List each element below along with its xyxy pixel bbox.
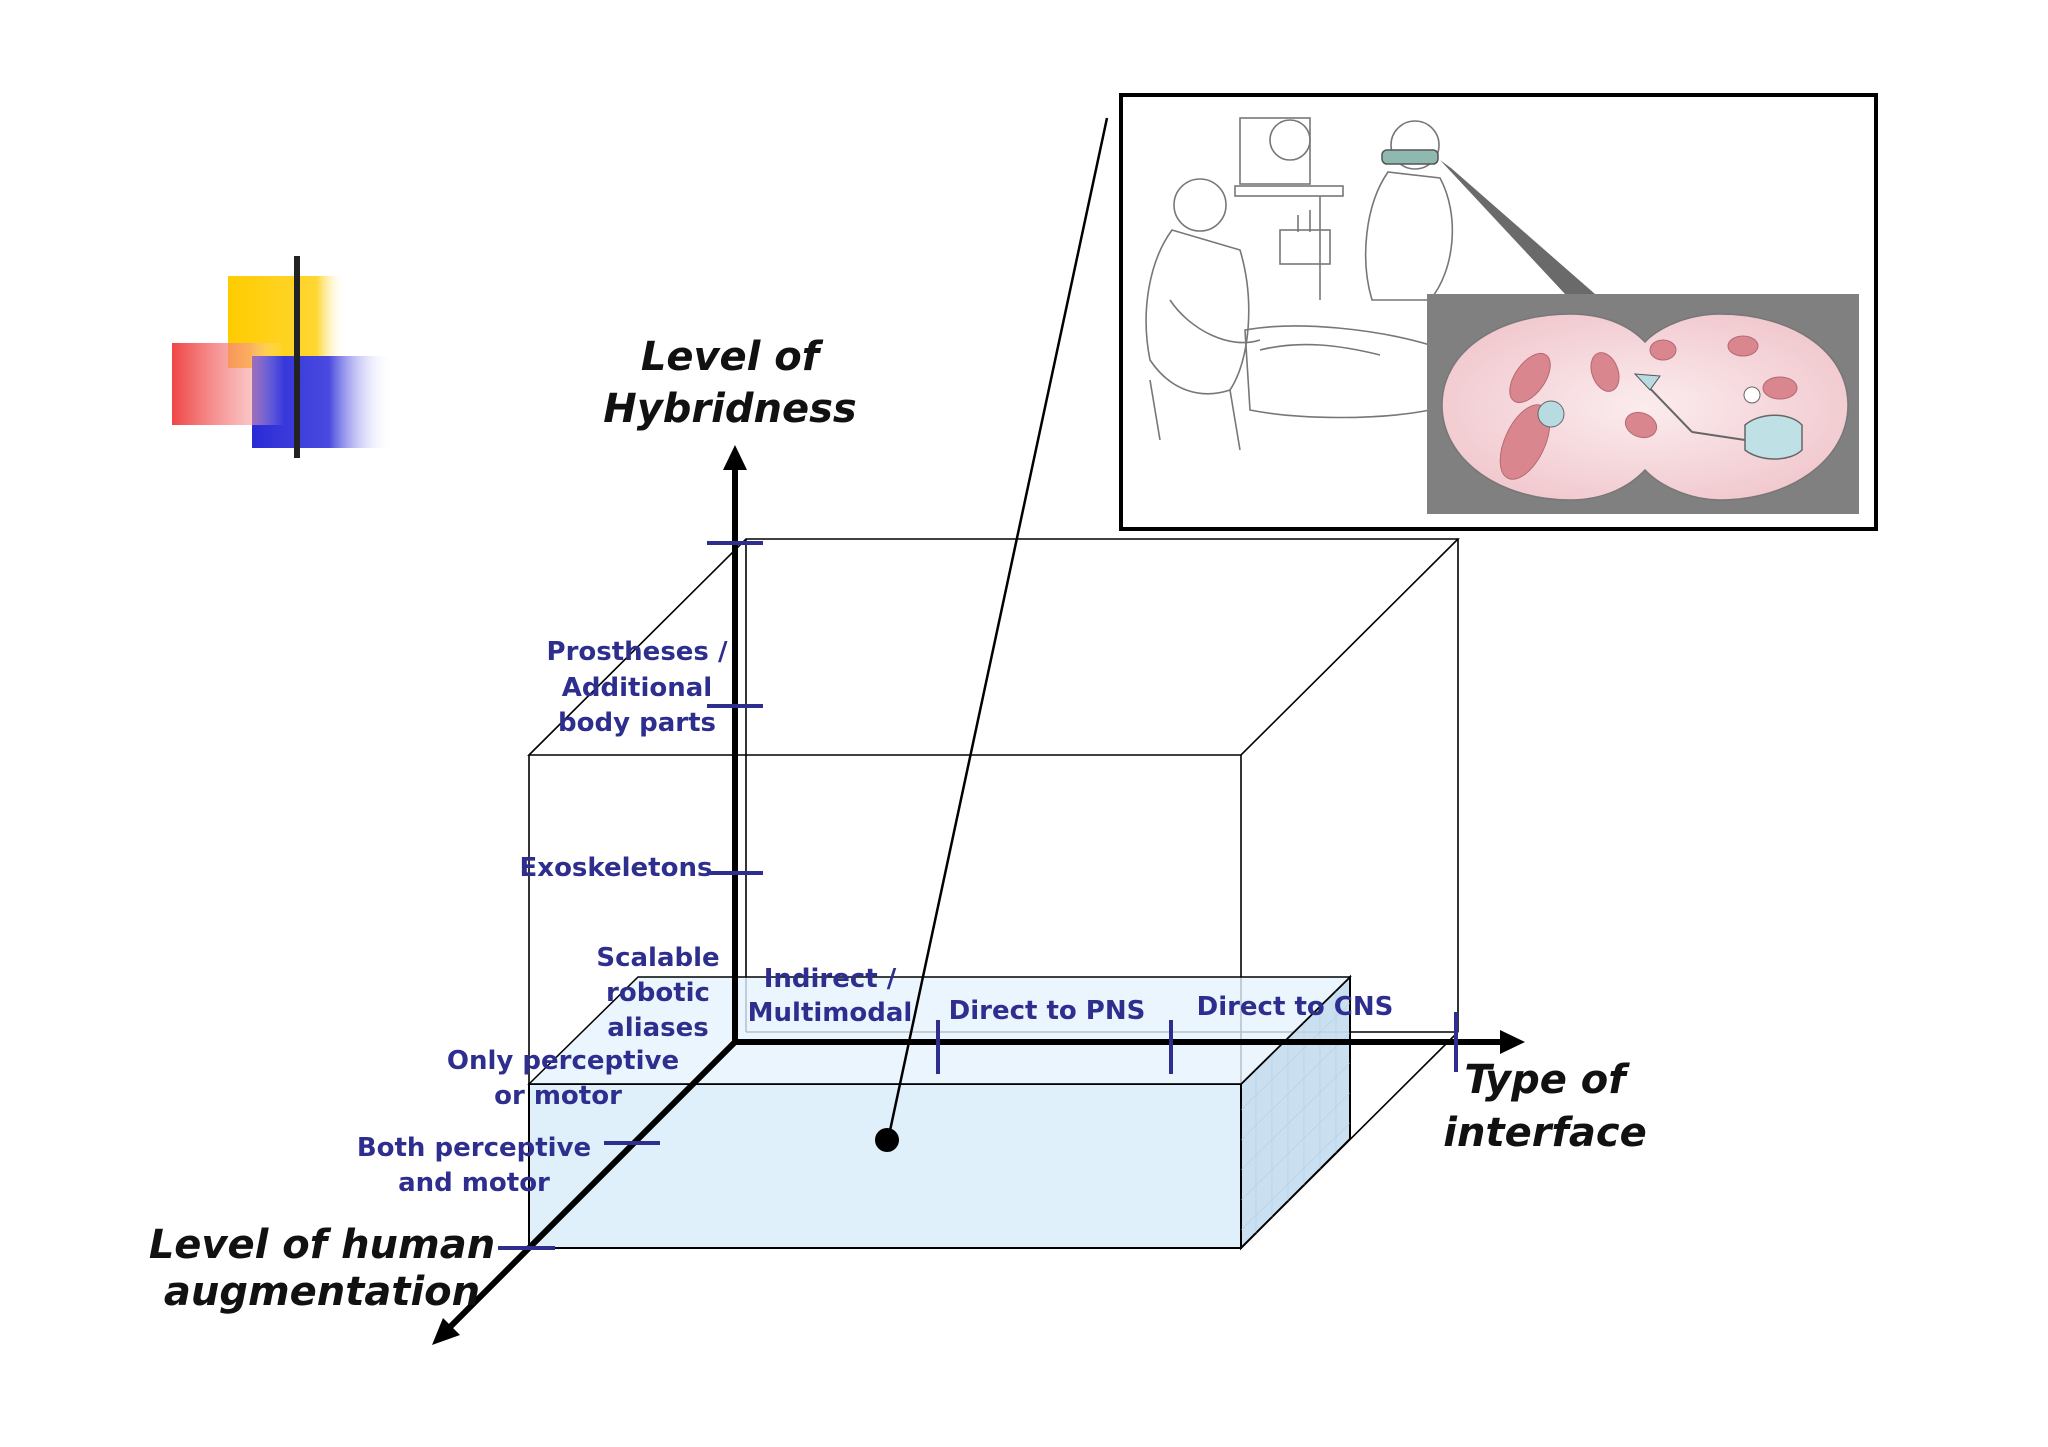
vertical-axis-title-line: Hybridness: [603, 386, 856, 432]
tick-label-line: body parts: [558, 708, 716, 738]
axes: [432, 445, 1525, 1345]
axis-ticks: [498, 541, 1458, 1250]
tick-label-line: Direct to PNS: [949, 996, 1146, 1026]
vertical-axis-title: Level of Hybridness: [603, 334, 856, 432]
tick-label-line: Exoskeletons: [520, 853, 713, 883]
tick-label-line: Scalable: [596, 943, 719, 973]
depth-axis-title-line: augmentation: [164, 1269, 480, 1315]
tick-label-line: Only perceptive: [447, 1046, 679, 1076]
surgical-scene-illustration: [1119, 93, 1878, 531]
depth-axis-arrowhead: [432, 1318, 460, 1345]
horizontal-tick-label-pns: Direct to PNS: [949, 996, 1146, 1026]
tick-label-line: robotic: [606, 978, 710, 1008]
horizontal-tick-label-indirect: Indirect / Multimodal: [748, 964, 913, 1028]
depth-axis-title-line: Level of human: [149, 1222, 495, 1268]
vertical-axis-title-line: Level of: [641, 334, 824, 380]
vertical-tick-label-scalable: Scalable robotic aliases: [596, 943, 719, 1043]
color-squares-logo: [172, 256, 588, 458]
horizontal-axis-title-line: interface: [1443, 1110, 1646, 1156]
depth-tick-label-both: Both perceptive and motor: [357, 1133, 591, 1198]
tick-label-line: Prostheses /: [547, 637, 728, 667]
tick-label-line: Additional: [562, 673, 712, 703]
horizontal-tick-label-cns: Direct to CNS: [1197, 992, 1394, 1022]
depth-axis: [442, 1039, 738, 1335]
horizontal-axis-arrowhead: [1500, 1030, 1525, 1054]
horizontal-axis-title-line: Type of: [1464, 1057, 1630, 1103]
vertical-tick-label-exoskeletons: Exoskeletons: [520, 853, 713, 883]
horizontal-axis-title: Type of interface: [1443, 1057, 1646, 1156]
tick-label-line: Indirect /: [764, 964, 897, 994]
vertical-axis-arrowhead: [723, 445, 747, 470]
tick-label-line: Both perceptive: [357, 1133, 591, 1163]
pointer-dot: [875, 1128, 899, 1152]
tick-label-line: and motor: [398, 1168, 550, 1198]
tick-label-line: Multimodal: [748, 998, 913, 1028]
depth-axis-title: Level of human augmentation: [149, 1222, 495, 1315]
pointer: [875, 117, 1109, 1152]
tick-label-line: Direct to CNS: [1197, 992, 1394, 1022]
tick-label-line: or motor: [494, 1081, 622, 1111]
depth-tick-label-only: Only perceptive or motor: [447, 1046, 679, 1111]
vertical-tick-label-prostheses: Prostheses / Additional body parts: [547, 637, 728, 738]
tick-label-line: aliases: [607, 1013, 709, 1043]
